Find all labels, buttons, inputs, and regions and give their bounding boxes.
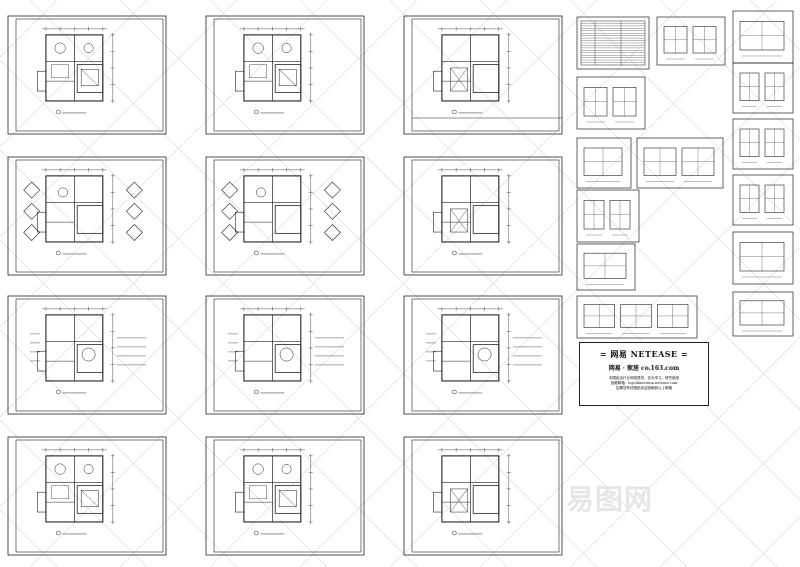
detail-sheet-4	[732, 62, 794, 114]
detail-sheet-7	[576, 137, 632, 189]
detail-sheet-10	[576, 189, 640, 243]
plan-sheet-2	[205, 15, 365, 135]
info-title: = 网易 NETEASE =	[599, 349, 689, 359]
detail-sheet-5	[576, 76, 646, 130]
detail-sheet-8	[636, 137, 724, 189]
info-line-3: 如果您有好图纸欢迎投稿到以上邮箱	[616, 386, 672, 390]
detail-sheet-12	[576, 243, 636, 291]
watermark-text: 易图网	[566, 483, 654, 516]
detail-sheet-13	[732, 291, 794, 337]
plan-sheet-5	[205, 156, 365, 276]
plan-sheet-8	[205, 295, 365, 415]
info-panel: = 网易 NETEASE = 网易 · 家居 co.163.com 本图纸由行业…	[579, 342, 709, 406]
info-subtitle: 网易 · 家居 co.163.com	[608, 365, 680, 372]
detail-sheet-2	[656, 16, 726, 66]
plan-sheet-7	[7, 295, 167, 415]
detail-sheet-11	[732, 231, 794, 285]
detail-sheet-6	[732, 118, 794, 170]
plan-sheet-12	[403, 436, 563, 556]
plan-sheet-4	[7, 156, 167, 276]
plan-sheet-10	[7, 436, 167, 556]
info-line-1: 本图纸由行业网络提供，仅为学习、研究使用	[609, 376, 679, 380]
detail-sheet-14	[576, 295, 698, 339]
detail-sheet-3	[732, 10, 794, 64]
plan-sheet-1	[7, 15, 167, 135]
info-line-2: 投稿邮箱：luyouhuivision.netease.com	[610, 381, 678, 385]
detail-sheet-legend-table	[576, 16, 650, 70]
plan-sheet-6	[403, 156, 563, 276]
plan-sheet-9	[403, 295, 563, 415]
plan-sheet-11	[205, 436, 365, 556]
detail-sheet-9	[732, 174, 794, 226]
plan-sheet-3	[403, 15, 563, 135]
